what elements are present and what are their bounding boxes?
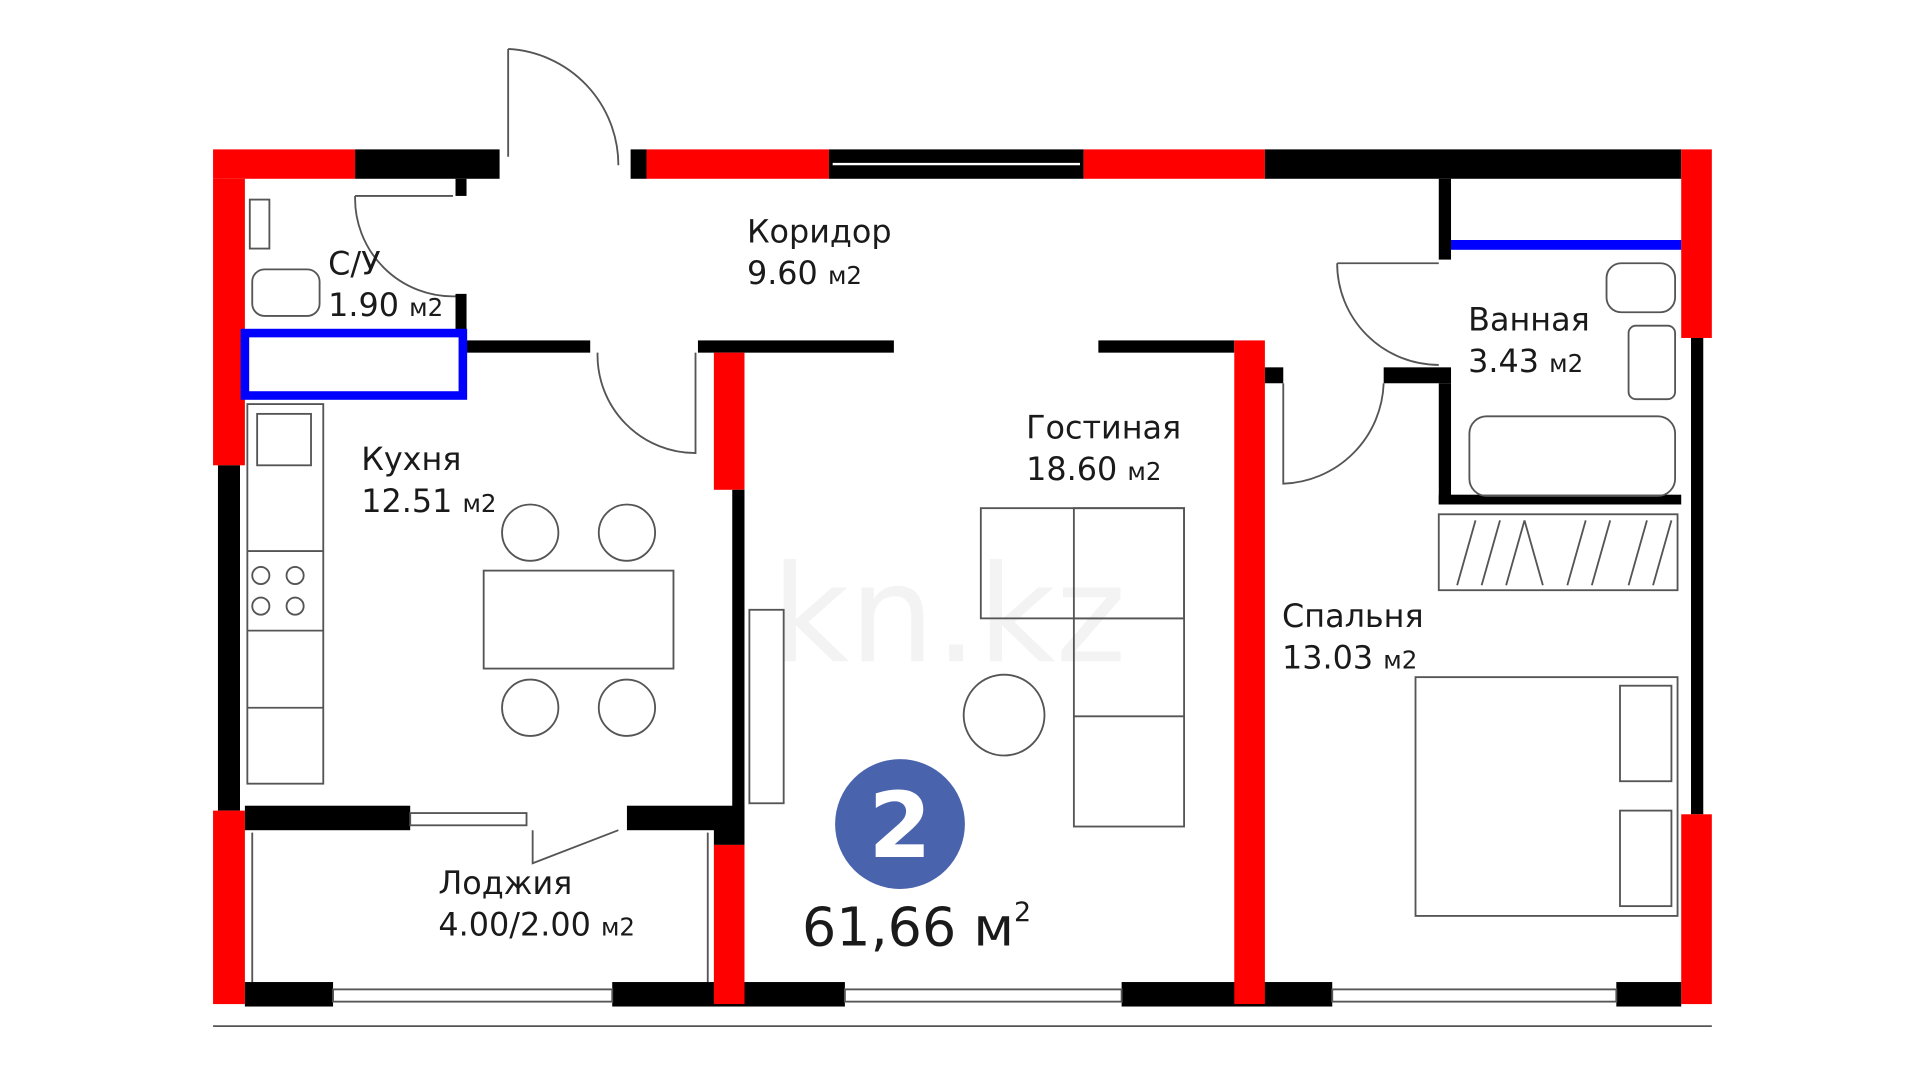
room-label-loggia: Лоджия 4.00/2.00 м2 (438, 864, 635, 944)
svg-text:13.03 м2: 13.03 м2 (1282, 639, 1417, 677)
svg-text:18.60 м2: 18.60 м2 (1026, 450, 1161, 488)
svg-text:Кухня: Кухня (361, 440, 461, 478)
furniture (246, 198, 1679, 917)
total-area: 61,66 м2 (802, 895, 1031, 958)
svg-text:Коридор: Коридор (747, 212, 892, 250)
rooms-count-badge: 2 (835, 759, 965, 889)
room-label-bathroom: Ванная 3.43 м2 (1468, 301, 1590, 381)
ventilation-shaft (240, 328, 468, 400)
svg-text:Лоджия: Лоджия (438, 864, 572, 902)
room-label-wc: С/У 1.90 м2 (328, 244, 443, 324)
svg-text:12.51 м2: 12.51 м2 (361, 482, 496, 520)
svg-text:kn.kz: kn.kz (771, 536, 1126, 693)
room-label-corridor: Коридор 9.60 м2 (747, 212, 892, 292)
svg-text:4.00/2.00 м2: 4.00/2.00 м2 (438, 906, 635, 944)
doors (354, 48, 1439, 865)
room-label-living: Гостиная 18.60 м2 (1026, 408, 1181, 488)
svg-text:С/У: С/У (328, 244, 380, 282)
svg-text:3.43 м2: 3.43 м2 (1468, 342, 1583, 380)
room-label-kitchen: Кухня 12.51 м2 (361, 440, 496, 520)
room-label-bedroom: Спальня 13.03 м2 (1282, 597, 1424, 677)
watermark: kn.kz (771, 536, 1126, 693)
svg-text:9.60 м2: 9.60 м2 (747, 254, 862, 292)
svg-text:Гостиная: Гостиная (1026, 408, 1181, 446)
svg-text:Спальня: Спальня (1282, 597, 1424, 635)
svg-text:Ванная: Ванная (1468, 301, 1590, 339)
svg-text:2: 2 (868, 774, 931, 879)
walls (213, 149, 1712, 1028)
svg-text:1.90 м2: 1.90 м2 (328, 286, 443, 324)
